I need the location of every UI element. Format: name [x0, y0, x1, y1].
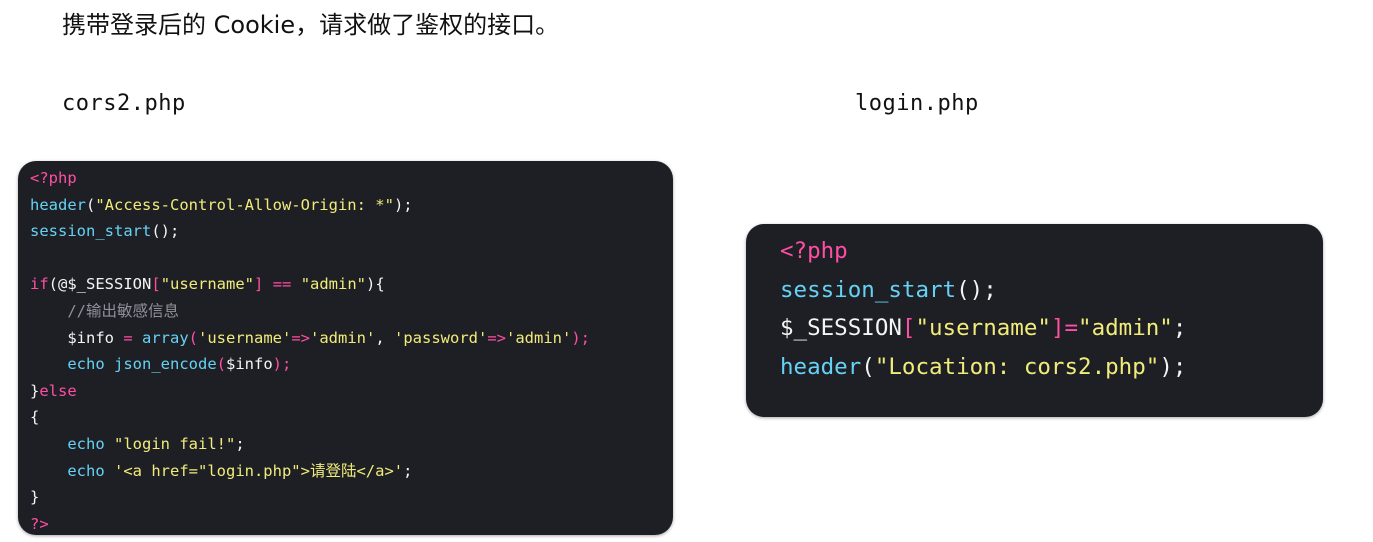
code-token: [: [901, 315, 916, 341]
code-line-5: if(@$_SESSION["username"] == "admin"){: [30, 271, 673, 298]
caption-login: login.php: [855, 91, 979, 116]
code-token: 'admin': [506, 328, 572, 347]
code-token: else: [39, 381, 77, 400]
code-token: "admin": [1078, 315, 1173, 341]
code-token: (: [188, 328, 199, 347]
code-token: ;: [1172, 315, 1187, 341]
code-line-4: header("Location: cors2.php");: [780, 348, 1323, 387]
code-token: );: [1159, 353, 1187, 380]
code-token: $info: [67, 328, 114, 347]
code-token: =: [1064, 315, 1079, 341]
code-token: );: [272, 355, 292, 374]
code-line-12: echo '<a href="login.php">请登陆</a>';: [30, 458, 673, 485]
code-token: [105, 435, 114, 453]
code-token: array: [142, 328, 189, 347]
code-token: [30, 435, 67, 453]
code-token: ;: [235, 434, 245, 453]
code-token: ,: [375, 328, 395, 347]
code-line-6: //输出敏感信息: [30, 298, 673, 325]
code-line-11: echo "login fail!";: [30, 431, 673, 458]
code-line-1: <?php: [30, 165, 673, 192]
code-token: );: [393, 195, 413, 214]
code-token: if: [30, 275, 49, 294]
code-token: "admin": [300, 275, 367, 294]
code-token: 'username': [198, 328, 292, 347]
code-token: (: [216, 355, 226, 374]
code-token: session_start: [30, 222, 152, 241]
code-token: "login fail!": [114, 434, 236, 453]
code-token: 'password': [394, 328, 488, 347]
code-line-2: session_start();: [780, 271, 1323, 310]
intro-text: 携带登录后的 Cookie，请求做了鉴权的接口。: [62, 11, 560, 39]
code-token: {: [30, 408, 40, 427]
code-token: "Location: cors2.php": [874, 353, 1160, 380]
code-token: =>: [487, 328, 507, 347]
code-token: "Access-Control-Allow-Origin: *": [95, 195, 394, 214]
code-token: echo: [67, 434, 105, 453]
code-line-14: ?>: [30, 511, 673, 535]
code-token: ==: [263, 275, 301, 294]
code-line-3: $_SESSION["username"]="admin";: [780, 309, 1323, 348]
code-token: @$_SESSION: [58, 275, 152, 294]
code-line-13: }: [30, 484, 673, 511]
code-token: [30, 462, 67, 480]
code-token: [30, 355, 67, 373]
code-token: header: [30, 195, 86, 214]
code-line-9: }else: [30, 378, 673, 405]
code-token: <?php: [780, 238, 848, 264]
code-token: =>: [291, 328, 311, 347]
code-token: ();: [151, 222, 180, 241]
code-token: <?php: [30, 169, 77, 187]
code-line-8: echo json_encode($info);: [30, 351, 673, 378]
code-token: ;: [403, 461, 413, 480]
caption-cors2: cors2.php: [62, 91, 186, 116]
code-token: (: [48, 275, 59, 294]
code-token: json_encode: [114, 355, 217, 374]
code-token: echo: [67, 355, 105, 374]
code-token: 'admin': [310, 328, 376, 347]
code-token: session_start: [780, 276, 957, 303]
code-token: (: [86, 195, 96, 214]
code-token: }: [30, 488, 40, 507]
code-token: ){: [366, 275, 385, 294]
code-token: "username": [915, 315, 1051, 341]
code-line-10: {: [30, 404, 673, 431]
code-token: );: [571, 328, 591, 347]
code-token: (: [861, 353, 875, 380]
code-token: '<a href="login.php">请登陆</a>': [114, 461, 404, 480]
code-line-4: [30, 245, 673, 272]
code-token: header: [780, 353, 862, 380]
code-token: [105, 462, 114, 480]
code-line-2: header("Access-Control-Allow-Origin: *")…: [30, 192, 673, 219]
code-token: [105, 355, 114, 373]
code-token: ]: [1050, 315, 1065, 341]
code-token: =: [114, 328, 142, 347]
code-token: $_SESSION: [780, 315, 902, 341]
code-line-3: session_start();: [30, 218, 673, 245]
code-token: //输出敏感信息: [30, 301, 179, 320]
code-token: ?>: [30, 514, 49, 533]
code-token: [: [151, 275, 161, 294]
code-line-1: <?php: [780, 232, 1323, 271]
code-token: echo: [67, 461, 105, 480]
code-token: ]: [254, 275, 264, 294]
code-token: [30, 329, 67, 347]
code-token: }: [30, 381, 40, 400]
code-token: ();: [956, 276, 997, 303]
code-token: "username": [160, 275, 255, 294]
code-token: $info: [226, 355, 273, 374]
code-line-7: $info = array('username'=>'admin', 'pass…: [30, 325, 673, 352]
